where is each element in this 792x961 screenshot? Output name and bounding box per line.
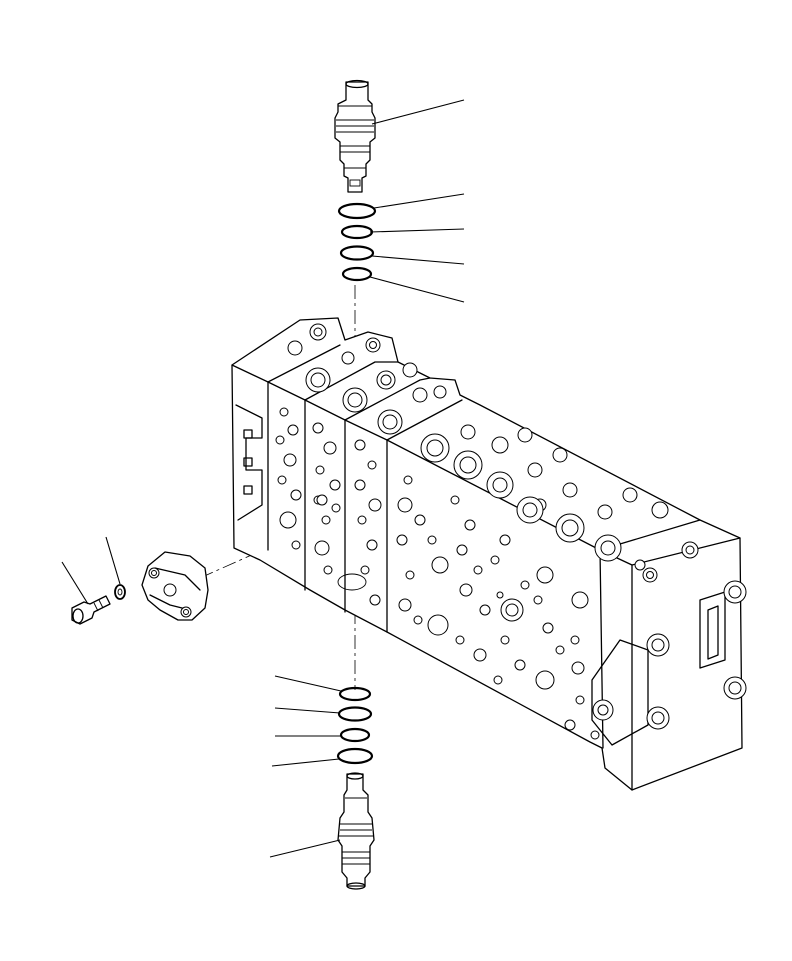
valve-cover: [141, 551, 209, 621]
leader-bolt: [61, 561, 89, 605]
leader-upper-valve: [371, 99, 465, 125]
bolt: [71, 595, 111, 625]
left-end-slot-2: [243, 457, 253, 467]
leader-o-ring-lower-4: [271, 758, 340, 767]
hex-plug-1: [723, 580, 747, 604]
valve-body-outline: [231, 317, 743, 791]
hex-plug-2: [646, 633, 670, 657]
leader-o-ring-upper-3: [371, 255, 465, 265]
top-edge-3: [304, 377, 431, 421]
leader-lower-valve: [269, 839, 341, 858]
lower-relief-valve: [337, 772, 375, 890]
cover-ridge: [154, 567, 201, 591]
control-valve-body: [231, 317, 747, 791]
cover-leader-lines: [61, 536, 121, 605]
o-ring-upper-3: [339, 245, 375, 261]
face-port-outline: [337, 573, 367, 591]
top-ports: [287, 323, 699, 583]
right-end-port-inner: [597, 704, 609, 716]
o-ring-upper-2: [340, 224, 374, 240]
left-end-slot-1: [243, 429, 253, 439]
leader-o-ring-upper-4: [369, 276, 465, 303]
hex-plug-3: [723, 676, 747, 700]
hex-plug-4: [646, 706, 670, 730]
upper-leader-lines: [369, 99, 465, 303]
o-ring-upper-1: [337, 202, 377, 220]
side-face-holes: [275, 407, 600, 740]
washer: [114, 584, 126, 600]
o-ring-upper-4: [341, 266, 373, 282]
leader-o-ring-upper-1: [373, 193, 465, 209]
cover-center-boss: [163, 583, 177, 597]
bolt-outline: [71, 595, 111, 625]
left-end-slot-3: [243, 485, 253, 495]
o-ring-lower-4: [336, 747, 374, 765]
leader-o-ring-upper-2: [369, 228, 465, 233]
right-end-boss: [591, 639, 649, 746]
upper-relief-valve: [334, 79, 376, 193]
top-edge-2: [267, 361, 399, 401]
o-ring-lower-2: [337, 706, 373, 722]
o-ring-lower-1: [338, 686, 372, 702]
leader-washer: [105, 536, 121, 585]
right-end-window: [699, 591, 726, 669]
left-end-detail: [235, 404, 263, 521]
leader-o-ring-lower-2: [274, 707, 341, 714]
upper-valve-outline: [334, 81, 376, 193]
right-end-window-inner: [707, 605, 719, 660]
leader-o-ring-lower-1: [274, 675, 342, 692]
o-ring-lower-3: [339, 727, 371, 743]
lower-leader-lines: [269, 675, 342, 858]
upper-o-rings: [337, 202, 377, 282]
lower-o-rings: [336, 686, 374, 765]
